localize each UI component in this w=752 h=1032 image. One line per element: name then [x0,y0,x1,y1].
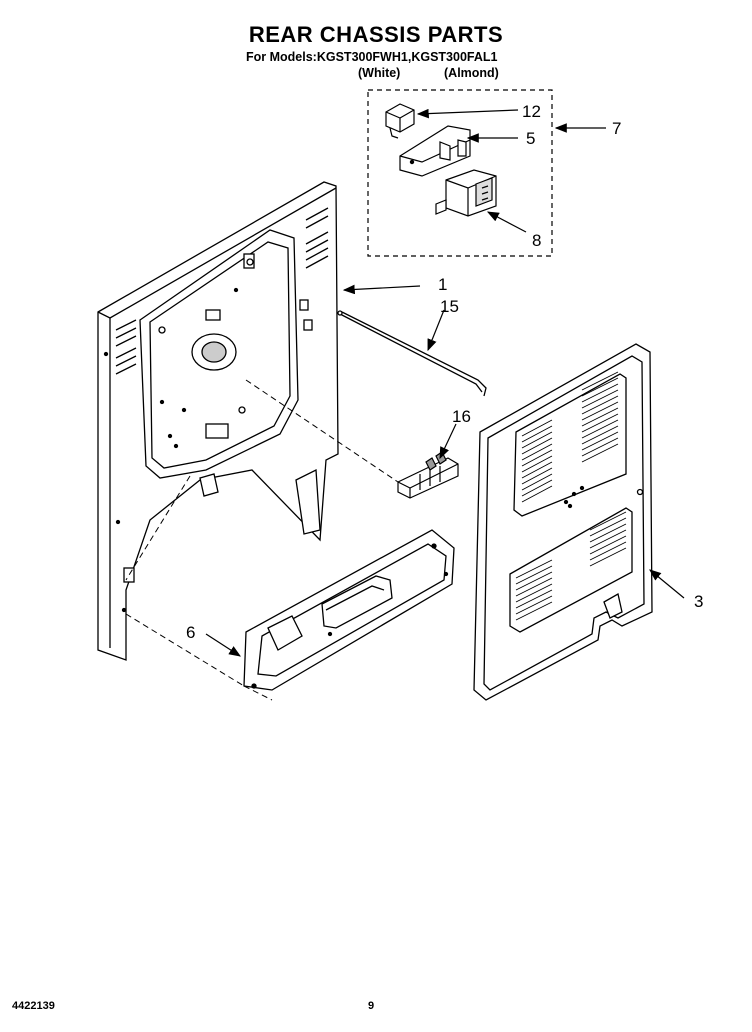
model-white: KGST300FWH1 [316,50,408,64]
document-number: 4422139 [12,1000,55,1012]
model-line: For Models:KGST300FWH1, KGST300FAL1 [246,50,497,64]
part-3-rear-cover [473,343,653,701]
callout-6: 6 [186,623,195,642]
model-separator: , [407,50,412,64]
callout-arrows [205,108,685,657]
callout-1: 1 [438,275,447,294]
subassembly-dashed-box [367,89,553,257]
callout-16: 16 [452,407,471,426]
callout-7: 7 [612,119,621,138]
part-5-bracket [399,125,471,177]
callout-5: 5 [526,129,535,148]
assembly-leader-lines [125,379,399,701]
callout-8: 8 [532,231,541,250]
variant-almond: (Almond) [444,66,499,80]
part-6-lower-bracket [243,529,455,691]
page-title: REAR CHASSIS PARTS [248,22,504,47]
part-8-switch [435,169,497,217]
part-12-block [385,103,415,139]
models-prefix: For Models: [246,50,317,64]
model-almond: KGST300FAL1 [411,50,498,64]
page-number: 9 [368,1000,375,1012]
variant-white: (White) [358,66,401,80]
part-15-rod [337,310,487,397]
callout-3: 3 [694,592,703,611]
callout-12: 12 [522,102,541,121]
part-16-terminal-block [397,451,459,499]
part-1-rear-panel [97,181,339,661]
callout-15: 15 [440,297,459,316]
